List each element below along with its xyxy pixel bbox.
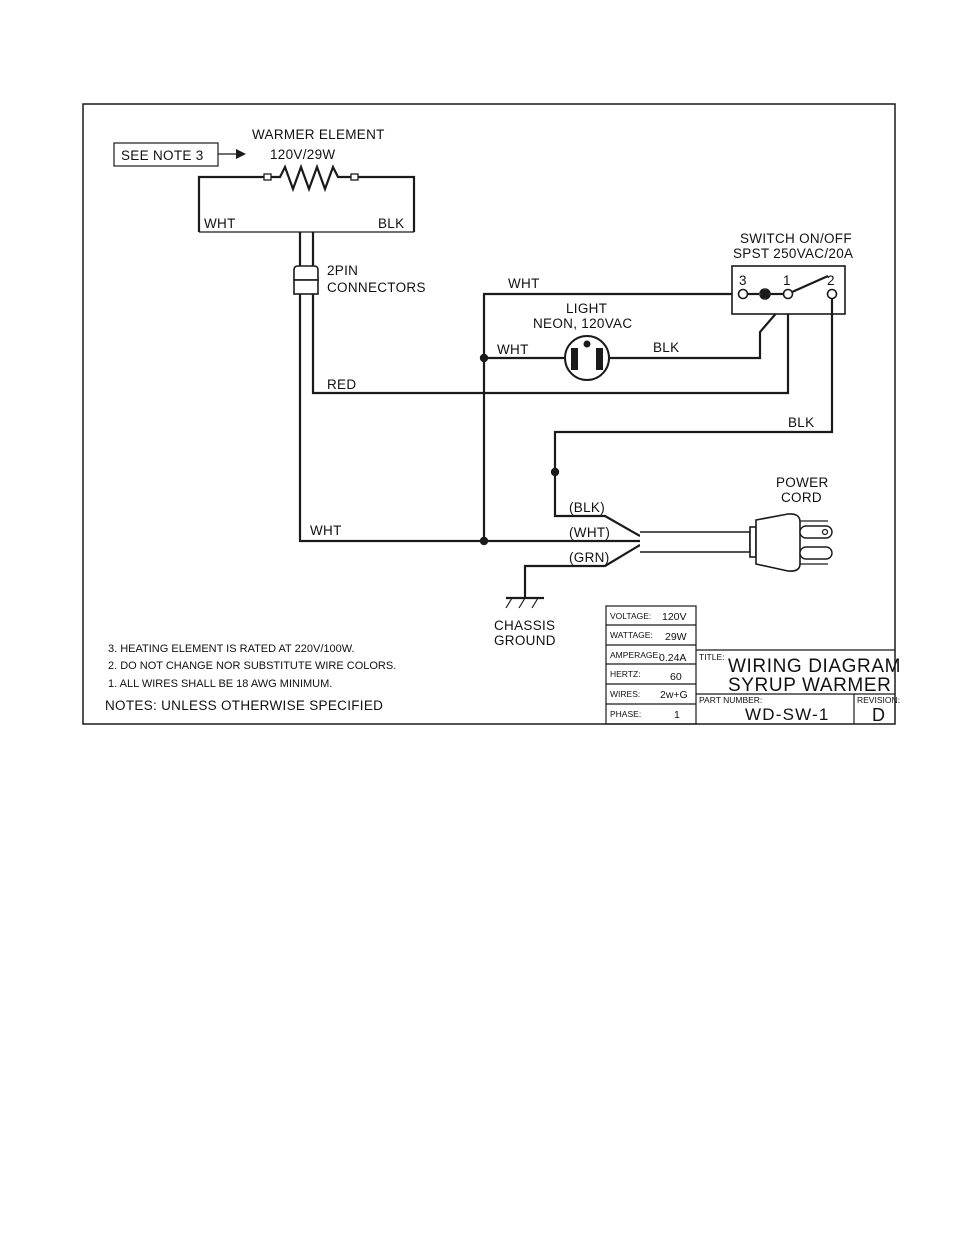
power-cord-plug-icon bbox=[640, 513, 833, 572]
spec-amperage-label: AMPERAGE: bbox=[610, 650, 661, 660]
ground-label-line2: GROUND bbox=[494, 633, 556, 648]
warmer-element-title: WARMER ELEMENT bbox=[252, 127, 385, 142]
wire-light-black bbox=[609, 302, 786, 360]
see-note-text: SEE NOTE 3 bbox=[121, 148, 204, 163]
wire-ground bbox=[523, 544, 641, 598]
notes-header: NOTES: UNLESS OTHERWISE SPECIFIED bbox=[105, 698, 383, 713]
spec-phase-value: 1 bbox=[674, 709, 680, 721]
switch-label-line2: SPST 250VAC/20A bbox=[733, 246, 853, 261]
power-cord-label-line1: POWER bbox=[776, 475, 829, 490]
spec-wires-value: 2w+G bbox=[660, 689, 688, 701]
wire-white-to-switch bbox=[482, 292, 738, 541]
switch-terminal-3: 3 bbox=[739, 273, 747, 288]
neon-light-icon bbox=[564, 335, 610, 381]
note-2: 2. DO NOT CHANGE NOR SUBSTITUTE WIRE COL… bbox=[108, 660, 396, 672]
spec-wattage-label: WATTAGE: bbox=[610, 630, 653, 640]
wire-label-blk-element: BLK bbox=[378, 216, 404, 231]
wire-label-blk-light: BLK bbox=[653, 340, 679, 355]
spec-hertz-value: 60 bbox=[670, 671, 682, 683]
spec-amperage-value: 0.24A bbox=[659, 652, 686, 664]
light-label-line1: LIGHT bbox=[566, 301, 607, 316]
spec-wattage-value: 29W bbox=[665, 631, 687, 643]
spec-wires-label: WIRES: bbox=[610, 689, 640, 699]
drawing-title-line2: SYRUP WARMER bbox=[728, 675, 891, 696]
spec-voltage-value: 120V bbox=[662, 611, 687, 623]
cord-label-blk: (BLK) bbox=[569, 500, 605, 515]
cord-label-wht: (WHT) bbox=[569, 525, 610, 540]
switch-terminal-2: 2 bbox=[827, 273, 835, 288]
wire-label-wht-light: WHT bbox=[497, 342, 529, 357]
wire-label-red: RED bbox=[327, 377, 356, 392]
revision-value: D bbox=[872, 705, 885, 725]
junction-dot-white-main bbox=[479, 536, 489, 546]
note-1: 1. ALL WIRES SHALL BE 18 AWG MINIMUM. bbox=[108, 678, 332, 690]
two-pin-connector bbox=[293, 265, 319, 295]
warmer-element-rating: 120V/29W bbox=[270, 147, 335, 162]
wire-label-blk-switch: BLK bbox=[788, 415, 814, 430]
light-label-line2: NEON, 120VAC bbox=[533, 316, 632, 331]
drawing-title-line1: WIRING DIAGRAM bbox=[728, 656, 901, 677]
drawing-border bbox=[82, 103, 896, 725]
part-number-label: PART NUMBER: bbox=[699, 695, 762, 705]
wire-main-white bbox=[298, 294, 640, 543]
wire-red bbox=[311, 294, 790, 395]
power-cord-label-line2: CORD bbox=[781, 490, 822, 505]
cord-label-grn: (GRN) bbox=[569, 550, 610, 565]
title-label: TITLE: bbox=[699, 652, 725, 662]
note-3: 3. HEATING ELEMENT IS RATED AT 220V/100W… bbox=[108, 643, 355, 655]
connector-label-line2: CONNECTORS bbox=[327, 280, 426, 295]
spec-voltage-label: VOLTAGE: bbox=[610, 611, 651, 621]
wire-label-wht-switch: WHT bbox=[508, 276, 540, 291]
part-number-value: WD-SW-1 bbox=[745, 705, 830, 724]
ground-label-line1: CHASSIS bbox=[494, 618, 555, 633]
title-block bbox=[696, 649, 895, 724]
warmer-element-resistor bbox=[197, 163, 416, 232]
switch-body bbox=[731, 265, 846, 315]
switch-terminal-1: 1 bbox=[783, 273, 791, 288]
switch-label-line1: SWITCH ON/OFF bbox=[740, 231, 852, 246]
spec-hertz-label: HERTZ: bbox=[610, 669, 641, 679]
spec-phase-label: PHASE: bbox=[610, 709, 641, 719]
wire-label-wht-main: WHT bbox=[310, 523, 342, 538]
wire-black-to-cord bbox=[553, 298, 834, 537]
see-note-callout: SEE NOTE 3 bbox=[113, 142, 246, 167]
connector-label-line1: 2PIN bbox=[327, 263, 358, 278]
spec-table bbox=[605, 605, 697, 725]
revision-label: REVISION: bbox=[857, 695, 900, 705]
ground-icon bbox=[505, 596, 544, 609]
wire-label-wht-element: WHT bbox=[204, 216, 236, 231]
